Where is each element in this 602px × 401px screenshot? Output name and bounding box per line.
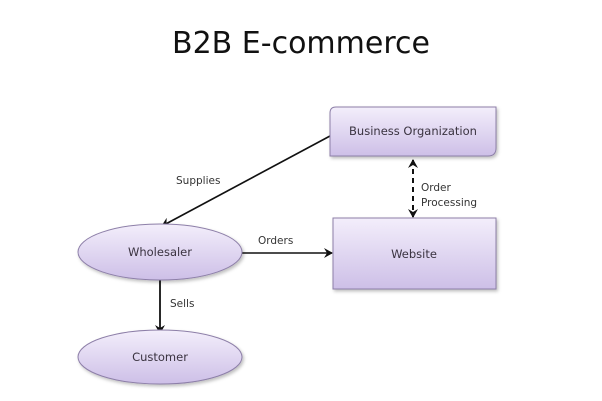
node-label-customer: Customer xyxy=(132,350,188,364)
diagram-title: B2B E-commerce xyxy=(172,26,430,61)
edge-label-processing: Processing xyxy=(421,197,477,209)
node-label-wholesaler: Wholesaler xyxy=(128,245,192,259)
node-customer: Customer xyxy=(77,329,243,385)
node-business-organization: Business Organization xyxy=(329,106,497,157)
edge-supplies xyxy=(161,135,331,227)
node-label-business-organization: Business Organization xyxy=(349,124,477,138)
node-website: Website xyxy=(332,217,497,290)
node-wholesaler: Wholesaler xyxy=(77,223,243,281)
node-label-website: Website xyxy=(391,247,437,261)
edge-label-orders: Orders xyxy=(258,235,293,247)
edge-label-sells: Sells xyxy=(170,298,194,310)
edge-label-order: Order xyxy=(421,182,452,194)
edge-label-supplies: Supplies xyxy=(176,175,220,187)
